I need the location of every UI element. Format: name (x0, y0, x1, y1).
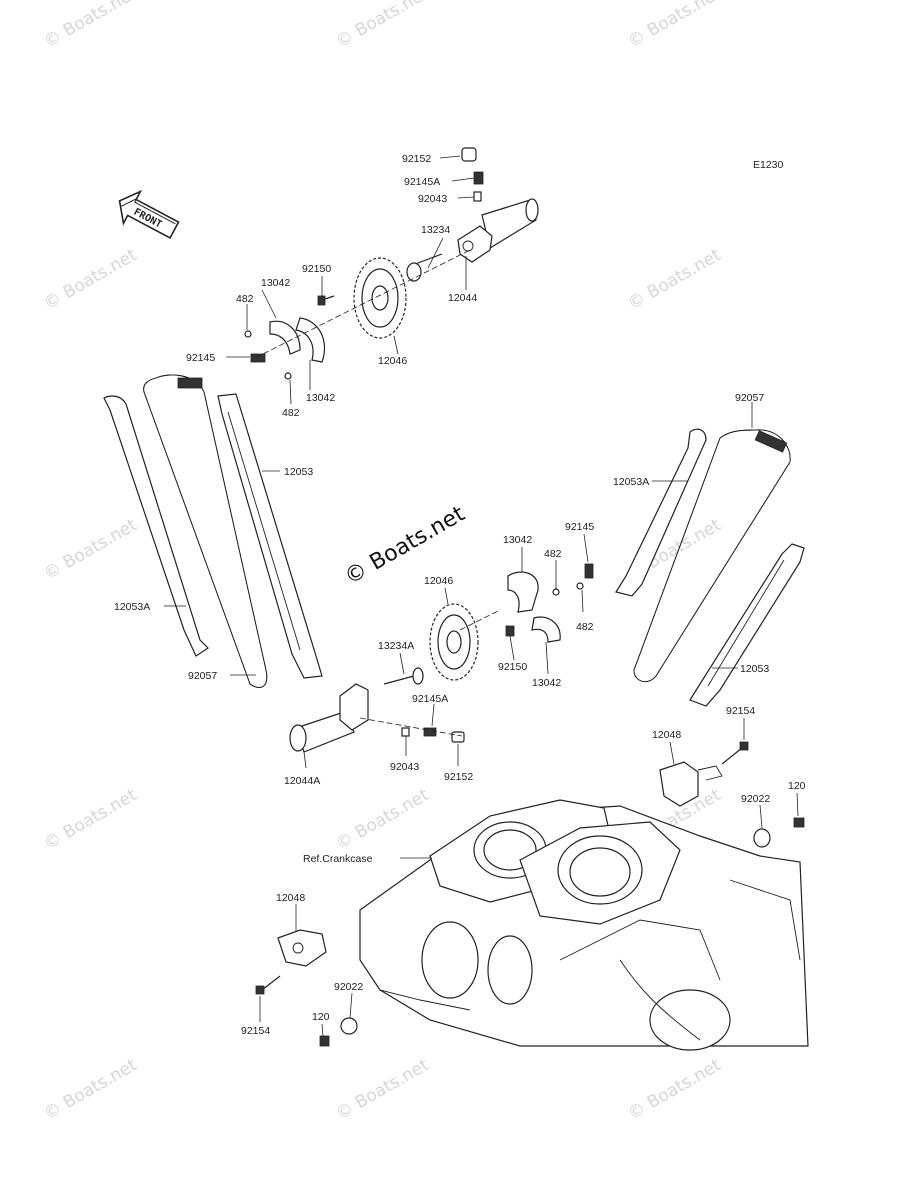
tensioner-12048-left (277, 929, 327, 967)
tensioner-parts (255, 741, 805, 1047)
leader-lines (164, 155, 799, 1037)
weight-13042-top-a (269, 320, 301, 355)
right-chain-guides (615, 428, 805, 707)
weight-13042-top-b (295, 317, 326, 363)
watermark: © Boats.net (625, 1055, 725, 1124)
bolt-13234 (406, 262, 422, 282)
label-482-mid-a: 482 (544, 548, 562, 560)
label-482-mid-b: 482 (576, 621, 594, 633)
label-92145A-mid: 92145A (412, 693, 448, 705)
label-482-top-a: 482 (236, 293, 254, 305)
label-12046-mid: 12046 (424, 575, 453, 587)
label-92145-top: 92145 (186, 352, 215, 364)
tensioner-12048-right (659, 761, 699, 807)
front-arrow-icon: FRONT (118, 189, 180, 240)
label-92145-mid: 92145 (565, 521, 594, 533)
bolt-120-right (793, 817, 805, 828)
reference-crankcase-label: Ref.Crankcase (303, 853, 373, 865)
label-13042-top-b: 13042 (306, 392, 335, 404)
crankcase-reference (359, 799, 809, 1051)
label-482-top-b: 482 (282, 407, 300, 419)
bolt-92154-right (739, 741, 749, 751)
label-92022-left: 92022 (334, 981, 363, 993)
bolt-13234A (412, 667, 424, 685)
washer-92022-right (753, 828, 771, 848)
weight-13042-mid-a (507, 571, 539, 613)
watermark: © Boats.net (41, 0, 141, 52)
label-92150-top: 92150 (302, 263, 331, 275)
label-13042-top-a: 13042 (261, 277, 290, 289)
label-12053A-right: 12053A (613, 476, 649, 488)
label-92154-left: 92154 (241, 1025, 270, 1037)
watermark: © Boats.net (625, 0, 725, 52)
label-12044A: 12044A (284, 775, 320, 787)
clip-482-top-b (284, 372, 292, 380)
label-13042-mid-b: 13042 (532, 677, 561, 689)
label-12046-top: 12046 (378, 355, 407, 367)
pin-92043-top (473, 191, 482, 202)
watermark: © Boats.net (333, 785, 433, 854)
bolt-92150-mid (505, 625, 515, 637)
label-120-left: 120 (312, 1011, 330, 1023)
watermark: © Boats.net (333, 0, 433, 52)
guide-12053-left (217, 393, 323, 679)
top-camshaft-assembly (244, 147, 539, 380)
label-12048-left: 12048 (276, 892, 305, 904)
bolt-92150-top (317, 295, 326, 306)
guide-12053A-left (103, 395, 209, 657)
label-92043-mid: 92043 (390, 761, 419, 773)
label-92043-top: 92043 (418, 193, 447, 205)
label-12053A-left: 12053A (114, 601, 150, 613)
watermark: © Boats.net (41, 245, 141, 314)
watermark: © Boats.net (41, 785, 141, 854)
pin-92043-mid (401, 727, 410, 737)
label-92152-mid: 92152 (444, 771, 473, 783)
weight-13042-mid-b (531, 616, 561, 643)
spring-92145-mid (584, 563, 594, 579)
label-120-right: 120 (788, 780, 806, 792)
watermark: © Boats.net (41, 515, 141, 584)
label-12044: 12044 (448, 292, 477, 304)
mid-camshaft-assembly (289, 563, 594, 753)
watermark: © Boats.net (41, 1055, 141, 1124)
guide-12053A-right (615, 428, 707, 597)
label-12053-right: 12053 (740, 663, 769, 675)
spring-92145-top (250, 353, 266, 363)
washer-92022-left (340, 1017, 358, 1035)
label-13234A: 13234A (378, 640, 414, 652)
label-12048-right: 12048 (652, 729, 681, 741)
clip-482-mid-b (576, 582, 584, 590)
label-92154-right: 92154 (726, 705, 755, 717)
cap-92152-top (461, 147, 477, 162)
left-chain-guides (103, 374, 323, 688)
bolt-120-left (319, 1035, 330, 1047)
part-labels: 92152 92145A 92043 13234 12044 92150 130… (114, 153, 806, 1037)
cap-92152-mid (451, 731, 465, 743)
label-13042-mid-a: 13042 (503, 534, 532, 546)
label-92022-right: 92022 (741, 793, 770, 805)
label-92152-top: 92152 (402, 153, 431, 165)
label-12053-left: 12053 (284, 466, 313, 478)
diagram-code: E1230 (753, 159, 784, 171)
bolt-92154-left (255, 985, 265, 995)
spring-92145A-top (473, 171, 484, 185)
label-92057-right: 92057 (735, 392, 764, 404)
clip-482-top-a (244, 330, 252, 338)
spring-92145A-mid (423, 727, 437, 737)
watermark: © Boats.net (625, 245, 725, 314)
label-13234: 13234 (421, 224, 450, 236)
label-92150-mid: 92150 (498, 661, 527, 673)
label-92057-left: 92057 (188, 670, 217, 682)
guide-12053-right (689, 543, 805, 707)
label-92145A-top: 92145A (404, 176, 440, 188)
watermark: © Boats.net (333, 1055, 433, 1124)
